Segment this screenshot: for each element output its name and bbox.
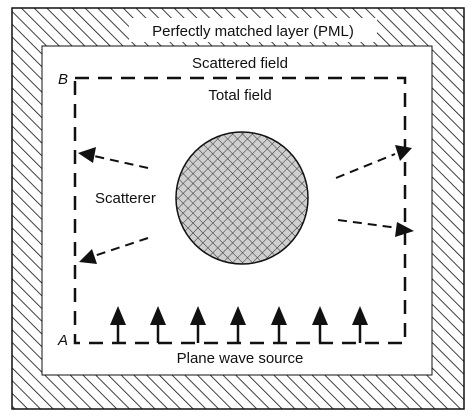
up-arrow-icon <box>352 306 368 343</box>
corner-label-b: B <box>58 71 68 88</box>
up-arrow-icon <box>312 306 328 343</box>
pml-outer-border <box>11 7 465 410</box>
dashed-arrow-icon <box>335 145 412 179</box>
scattered-field-label: Scattered field <box>192 55 288 72</box>
plane-wave-source-label: Plane wave source <box>177 350 304 367</box>
up-arrow-icon <box>230 306 246 343</box>
total-field-label: Total field <box>208 87 271 104</box>
up-arrow-icon <box>190 306 206 343</box>
up-arrow-icon <box>150 306 166 343</box>
dashed-arrow-icon <box>79 237 149 264</box>
dashed-arrow-icon <box>337 219 414 237</box>
pml-inner-border <box>41 45 433 376</box>
pml-label-bg <box>129 18 377 42</box>
scattered-arrows <box>78 145 414 264</box>
corner-label-a: A <box>57 332 68 349</box>
up-arrow-icon <box>110 306 126 343</box>
scatterer-crosshatch <box>176 132 308 264</box>
up-arrow-icon <box>271 306 287 343</box>
pml-label: Perfectly matched layer (PML) <box>152 23 354 40</box>
tfsf-boundary <box>73 76 407 345</box>
dashed-arrow-icon <box>78 147 149 169</box>
plane-wave-source-arrows <box>110 306 368 343</box>
scatterer-label: Scatterer <box>95 190 156 207</box>
